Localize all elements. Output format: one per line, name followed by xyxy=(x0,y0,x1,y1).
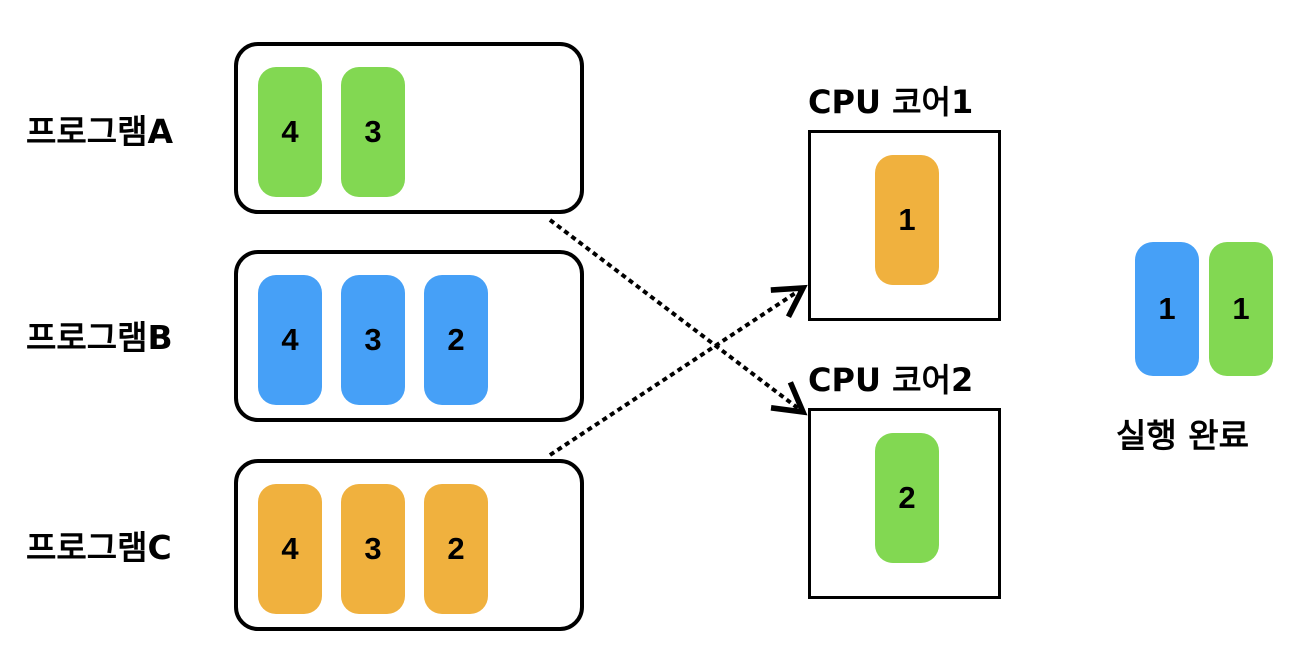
program-c-label: 프로그램C xyxy=(26,528,172,567)
program-a-box: 4 3 xyxy=(234,42,584,214)
program-c-task: 3 xyxy=(341,484,405,614)
cpu-core-2-task: 2 xyxy=(875,433,939,563)
program-c-box: 4 3 2 xyxy=(234,459,584,631)
program-b-box: 4 3 2 xyxy=(234,250,584,422)
program-a-task: 4 xyxy=(258,67,322,197)
arrow-program-a-to-core-2 xyxy=(548,218,808,416)
cpu-core-2-title: CPU 코어2 xyxy=(808,361,974,399)
cpu-core-1-title: CPU 코어1 xyxy=(808,83,974,121)
cpu-core-1-task: 1 xyxy=(875,155,939,285)
program-b-task: 2 xyxy=(424,275,488,405)
done-task-green: 1 xyxy=(1209,242,1273,376)
program-a-task: 3 xyxy=(341,67,405,197)
done-task-blue: 1 xyxy=(1135,242,1199,376)
program-b-label: 프로그램B xyxy=(26,318,173,357)
program-c-task: 2 xyxy=(424,484,488,614)
program-b-task: 4 xyxy=(258,275,322,405)
cpu-core-2-box: 2 xyxy=(808,408,1001,599)
arrow-program-c-to-core-1 xyxy=(548,284,808,457)
program-b-task: 3 xyxy=(341,275,405,405)
program-c-task: 4 xyxy=(258,484,322,614)
cpu-core-1-box: 1 xyxy=(808,130,1001,321)
done-label: 실행 완료 xyxy=(1116,416,1249,455)
program-a-label: 프로그램A xyxy=(26,112,173,151)
